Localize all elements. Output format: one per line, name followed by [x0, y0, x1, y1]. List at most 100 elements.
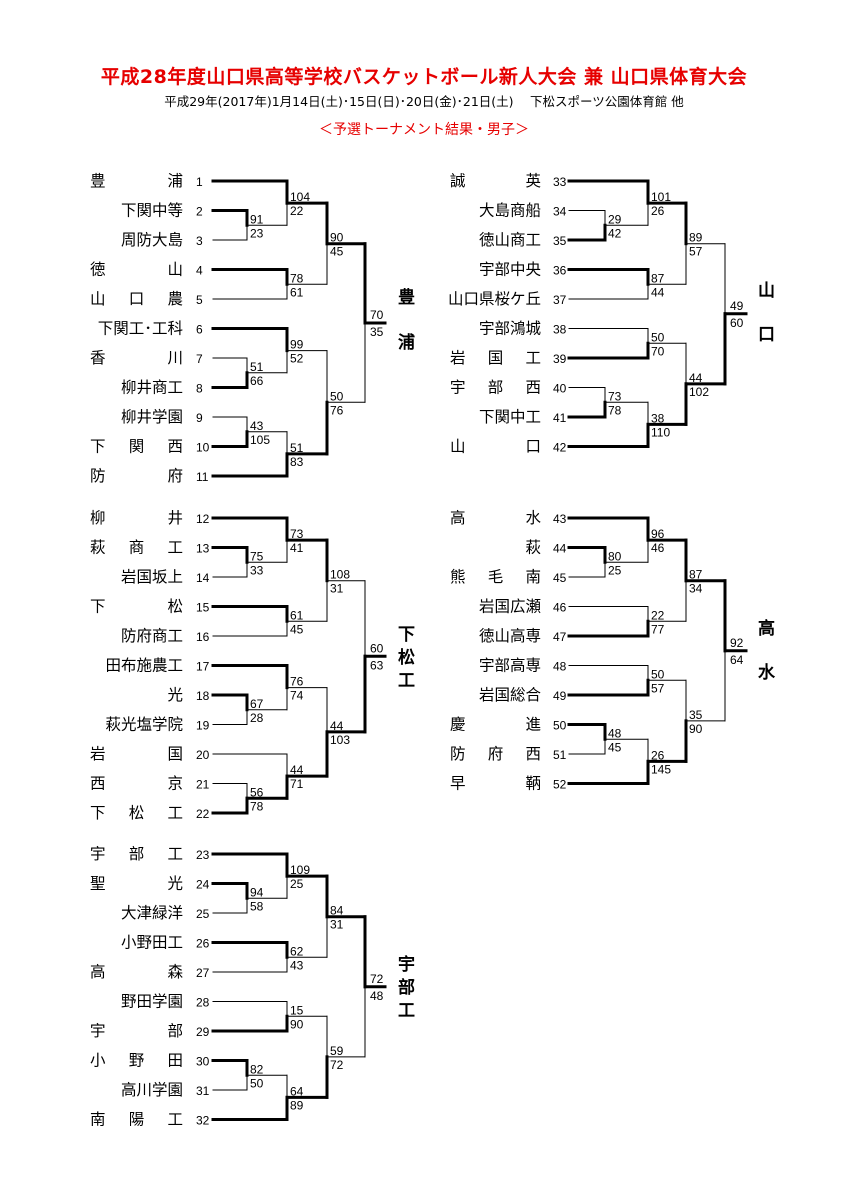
team-number: 51 — [553, 748, 567, 762]
score-label: 82 — [250, 1062, 264, 1076]
score-label: 50 — [651, 667, 665, 681]
score-label: 89 — [290, 1098, 304, 1112]
score-label: 35 — [370, 325, 384, 339]
score-label: 43 — [290, 958, 304, 972]
team-number: 2 — [196, 205, 203, 219]
team-number: 1 — [196, 175, 203, 189]
team-name: 岩国総合 — [479, 686, 542, 704]
score-label: 61 — [290, 285, 304, 299]
team-number: 27 — [196, 966, 210, 980]
score-label: 66 — [250, 374, 264, 388]
team-name: 熊毛南 — [450, 568, 541, 586]
score-label: 73 — [608, 389, 622, 403]
team-number: 17 — [196, 660, 210, 674]
team-name: 宇部 — [90, 1022, 183, 1040]
score-label: 59 — [330, 1044, 344, 1058]
score-label: 57 — [651, 681, 665, 695]
team-number: 23 — [196, 848, 210, 862]
team-number: 39 — [553, 352, 567, 366]
score-label: 71 — [290, 777, 304, 791]
block-winner-char: 浦 — [398, 332, 415, 353]
score-label: 70 — [651, 344, 665, 358]
score-label: 31 — [330, 918, 344, 932]
score-label: 109 — [290, 863, 310, 877]
team-number: 30 — [196, 1055, 210, 1069]
team-number: 34 — [553, 205, 567, 219]
score-label: 25 — [290, 877, 304, 891]
score-label: 45 — [330, 245, 344, 259]
team-name: 下関工･工科 — [98, 320, 183, 338]
score-label: 96 — [651, 527, 665, 541]
team-number: 8 — [196, 382, 203, 396]
score-label: 15 — [290, 1003, 304, 1017]
score-label: 67 — [250, 697, 264, 711]
team-number: 48 — [553, 660, 567, 674]
score-label: 101 — [651, 190, 671, 204]
team-number: 12 — [196, 512, 210, 526]
team-number: 22 — [196, 807, 210, 821]
score-label: 84 — [330, 904, 344, 918]
team-name: 萩光塩学院 — [105, 715, 183, 734]
score-label: 78 — [250, 799, 264, 813]
score-label: 48 — [370, 989, 384, 1003]
team-name: 岩国工 — [450, 349, 541, 367]
team-number: 10 — [196, 441, 210, 455]
team-number: 26 — [196, 937, 210, 951]
score-label: 48 — [608, 726, 622, 740]
score-label: 38 — [651, 411, 665, 425]
team-name: 下松工 — [90, 804, 183, 822]
score-label: 94 — [250, 885, 264, 899]
team-number: 45 — [553, 571, 567, 585]
team-name: 高水 — [450, 509, 541, 527]
score-label: 56 — [250, 785, 264, 799]
team-number: 29 — [196, 1025, 210, 1039]
team-number: 41 — [553, 411, 567, 425]
team-number: 43 — [553, 512, 567, 526]
team-number: 13 — [196, 542, 210, 556]
score-label: 145 — [651, 762, 671, 776]
block-winner-char: 工 — [398, 671, 415, 691]
team-name: 慶進 — [450, 716, 541, 734]
team-number: 44 — [553, 542, 567, 556]
team-name: 下松 — [90, 598, 183, 616]
team-number: 46 — [553, 601, 567, 615]
team-name: 小野田工 — [121, 934, 183, 952]
team-number: 49 — [553, 689, 567, 703]
team-number: 37 — [553, 293, 567, 307]
score-label: 110 — [651, 425, 670, 439]
team-number: 25 — [196, 907, 210, 921]
team-number: 6 — [196, 323, 203, 337]
score-label: 87 — [689, 568, 703, 582]
score-label: 45 — [290, 622, 304, 636]
score-label: 76 — [290, 675, 304, 689]
team-name: 防府 — [90, 467, 183, 485]
team-name: 高森 — [90, 963, 183, 981]
team-name: 高川学園 — [121, 1081, 183, 1099]
score-label: 44 — [689, 371, 703, 385]
team-number: 15 — [196, 601, 210, 615]
team-name: 岩国 — [90, 745, 183, 763]
section-heading: ＜予選トーナメント結果・男子＞ — [319, 122, 529, 138]
score-label: 103 — [330, 733, 350, 747]
team-number: 28 — [196, 996, 210, 1010]
score-label: 57 — [689, 245, 703, 259]
team-number: 5 — [196, 293, 203, 307]
block-winner-char: 部 — [398, 977, 415, 998]
score-label: 52 — [290, 352, 304, 366]
score-label: 70 — [370, 308, 384, 322]
score-label: 61 — [290, 608, 304, 622]
team-name: 宇部高専 — [479, 657, 541, 675]
score-label: 26 — [651, 204, 665, 218]
block-winner-char: 松 — [398, 647, 415, 668]
block-winner-char: 豊 — [398, 287, 415, 308]
team-name: 山口県桜ケ丘 — [448, 290, 541, 308]
team-number: 21 — [196, 778, 210, 792]
team-name: 大島商船 — [479, 202, 541, 220]
page-subtitle: 平成29年(2017年)1月14日(土)･15日(日)･20日(金)･21日(土… — [164, 94, 684, 109]
team-name: 防府商工 — [121, 627, 183, 645]
team-name: 徳山商工 — [479, 231, 541, 249]
score-label: 45 — [608, 740, 622, 754]
team-number: 9 — [196, 411, 203, 425]
score-label: 89 — [689, 231, 703, 245]
